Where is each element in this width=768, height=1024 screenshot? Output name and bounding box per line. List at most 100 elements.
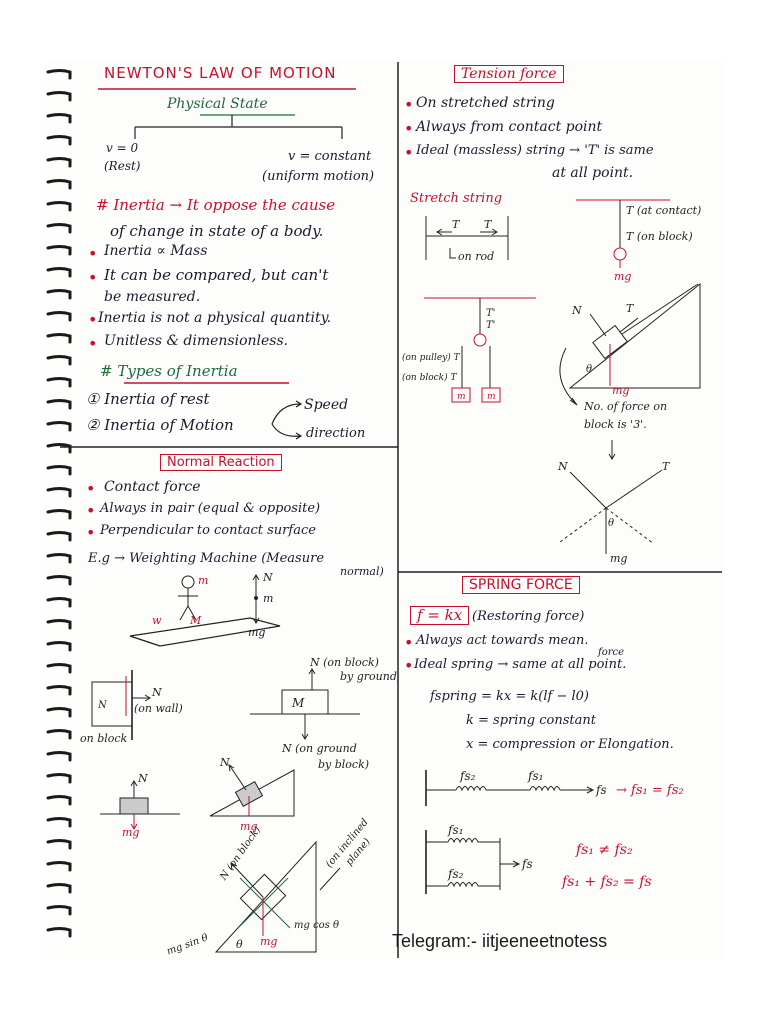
telegram-watermark: Telegram:- iitjeeneetnotess bbox=[392, 931, 608, 951]
direction-label: direction bbox=[306, 426, 366, 441]
block-is-3-label: block is '3'. bbox=[584, 418, 647, 431]
bullet: • bbox=[404, 143, 414, 162]
newton-title: NEWTON'S LAW OF MOTION bbox=[104, 64, 337, 82]
mg-incline-small: mg bbox=[240, 820, 257, 833]
spiral-ring bbox=[46, 685, 72, 696]
spiral-ring bbox=[46, 289, 72, 300]
spiral-ring bbox=[46, 267, 72, 278]
tension-title: Tension force bbox=[454, 65, 564, 83]
spring-eq-2: k = spring constant bbox=[466, 713, 596, 728]
pulley-figure: m m T' T' (on pulley) T (on block) T bbox=[402, 297, 536, 403]
inertia-point-3: Inertia is not a physical quantity. bbox=[98, 310, 332, 326]
spring-diagrams: fs₂ fs₁ fs → fs₁ = fs₂ fs₁ fs₂ fs fs₁ ≠ … bbox=[425, 769, 684, 894]
m-dot-label: m bbox=[263, 592, 273, 605]
spiral-ring bbox=[46, 69, 72, 80]
n-on-block-label: N (on block) bbox=[309, 656, 379, 669]
spiral-ring bbox=[46, 795, 72, 806]
physical-state-heading: Physical State bbox=[167, 96, 268, 112]
n-block-label: N bbox=[97, 700, 108, 711]
parallel-spring-figure: fs₁ fs₂ fs fs₁ ≠ fs₂ fs₁ + fs₂ = fs bbox=[425, 823, 652, 894]
tension-point-3b: at all point. bbox=[552, 165, 634, 181]
block-M: M bbox=[291, 696, 305, 710]
tension-point-3: Ideal (massless) string → 'T' is same bbox=[416, 143, 654, 158]
inertia-point-2b: be measured. bbox=[104, 289, 201, 305]
rest-label: (Rest) bbox=[104, 159, 141, 173]
spiral-ring bbox=[46, 751, 72, 762]
on-rod-label: on rod bbox=[458, 250, 494, 263]
spiral-ring bbox=[46, 443, 72, 454]
normal-point-3: Perpendicular to contact surface bbox=[100, 523, 316, 538]
series-fs1: fs₁ bbox=[527, 769, 543, 783]
t-on-block-label: T (on block) bbox=[626, 230, 693, 243]
on-block-label: on block bbox=[80, 732, 128, 745]
theta-incline: θ bbox=[586, 364, 592, 375]
n-wall: N bbox=[151, 686, 162, 699]
spiral-ring bbox=[46, 245, 72, 256]
bullet: • bbox=[404, 656, 414, 675]
t-left: T bbox=[452, 218, 461, 231]
normal-point-2: Always in pair (equal & opposite) bbox=[100, 501, 321, 516]
bullet: • bbox=[88, 244, 98, 263]
inertia-point-1: Inertia ∝ Mass bbox=[104, 243, 208, 259]
spring-point-2: Ideal spring → same at all point. bbox=[414, 657, 627, 672]
normal-diagrams: m w M N m mg N (on wall) on block N M bbox=[80, 571, 398, 958]
t-prime: T' bbox=[486, 320, 495, 331]
spiral-ring bbox=[46, 201, 72, 212]
spiral-ring bbox=[46, 927, 72, 938]
spiral-ring bbox=[46, 707, 72, 718]
force-word: force bbox=[598, 647, 625, 658]
inertia-of-motion: ② Inertia of Motion bbox=[86, 416, 234, 434]
small-incline-figure: N mg bbox=[209, 756, 295, 833]
small-block-figure: N mg bbox=[100, 772, 180, 839]
spiral-ring bbox=[46, 113, 72, 124]
types-of-inertia-heading: # Types of Inertia bbox=[100, 362, 238, 380]
on-block-t-label: (on block) T bbox=[402, 372, 458, 383]
normal-point-1: Contact force bbox=[104, 479, 201, 495]
man-mass-label: m bbox=[198, 574, 208, 587]
n-arrow-label: N bbox=[262, 571, 273, 584]
spiral-ring bbox=[46, 311, 72, 322]
n-on-wall-label: (on wall) bbox=[134, 702, 183, 715]
bullet: • bbox=[86, 501, 96, 520]
spiral-ring bbox=[46, 179, 72, 190]
fbd-theta: θ bbox=[608, 518, 614, 529]
bullet: • bbox=[86, 479, 96, 498]
series-spring-figure: fs₂ fs₁ fs → fs₁ = fs₂ bbox=[425, 769, 684, 806]
m-right: m bbox=[487, 392, 496, 402]
bullet: • bbox=[88, 334, 98, 353]
parallel-fs: fs bbox=[521, 857, 533, 871]
spiral-ring bbox=[46, 399, 72, 410]
parallel-fs-sum: fs₁ + fs₂ = fs bbox=[561, 874, 652, 890]
bullet: • bbox=[404, 95, 414, 114]
series-fs2: fs₂ bbox=[459, 769, 476, 783]
mg-small: mg bbox=[122, 826, 139, 839]
title-underline bbox=[98, 88, 356, 90]
bullet: • bbox=[404, 633, 414, 652]
spiral-ring bbox=[46, 91, 72, 102]
spiral-ring bbox=[46, 597, 72, 608]
spiral-ring bbox=[46, 619, 72, 630]
spiral-ring bbox=[46, 773, 72, 784]
weighing-machine-figure: m w M N m mg bbox=[129, 571, 281, 647]
spring-point-1: Always act towards mean. bbox=[416, 633, 589, 648]
spiral-ring bbox=[46, 135, 72, 146]
mg-big: mg bbox=[260, 935, 277, 948]
inertia-def-text: # Inertia → It oppose the cause bbox=[96, 196, 336, 214]
spiral-ring bbox=[46, 729, 72, 740]
types-underline bbox=[124, 382, 289, 384]
spiral-binding bbox=[46, 69, 72, 938]
spiral-ring bbox=[46, 333, 72, 344]
mgcos-label: mg cos θ bbox=[294, 920, 339, 931]
motion-branch-arrows bbox=[271, 400, 303, 440]
theta-big: θ bbox=[236, 938, 243, 951]
mg-hanging: mg bbox=[614, 270, 631, 283]
parallel-fs1: fs₁ bbox=[447, 823, 463, 837]
spiral-ring bbox=[46, 663, 72, 674]
block-on-wall-figure: N (on wall) on block N bbox=[80, 670, 183, 745]
spiral-ring bbox=[46, 377, 72, 388]
machine-M-label: M bbox=[189, 614, 202, 627]
notebook-sheet bbox=[46, 60, 724, 960]
spiral-ring bbox=[46, 817, 72, 828]
